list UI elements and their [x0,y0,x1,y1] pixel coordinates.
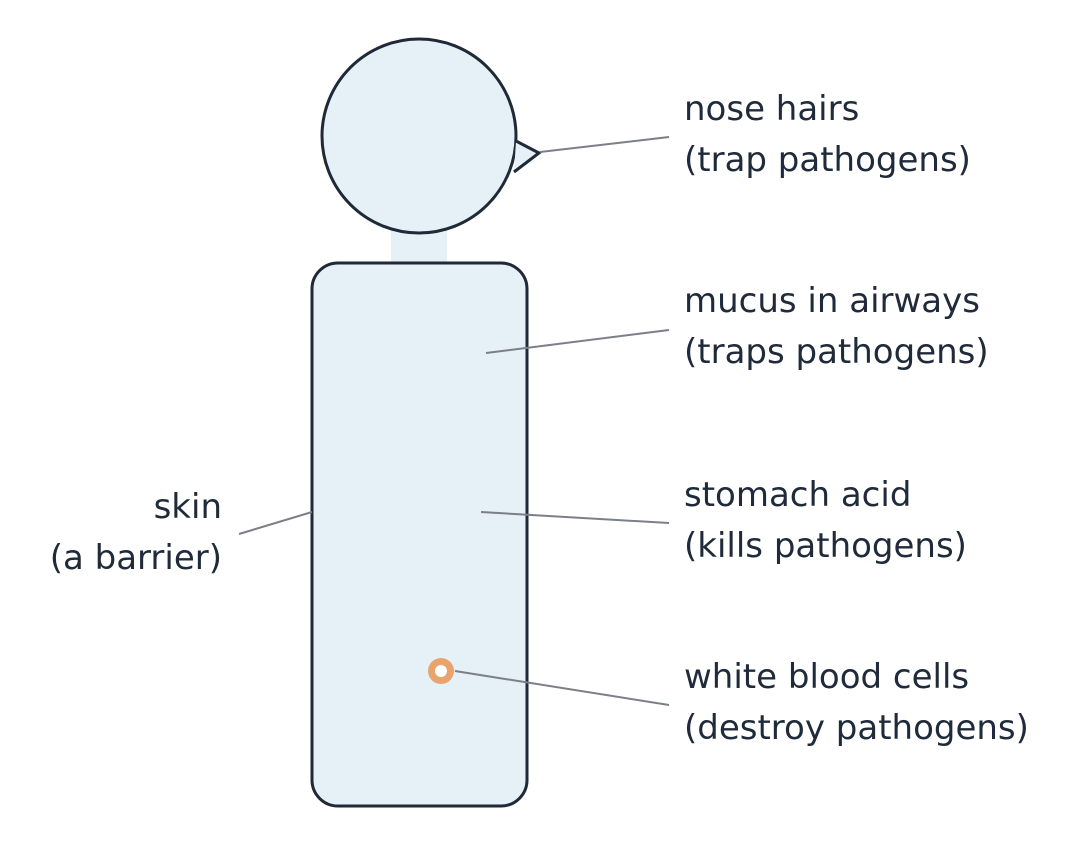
nose-hairs-title: nose hairs [684,89,860,129]
skin-desc: (a barrier) [49,538,222,578]
stomach-acid-title: stomach acid [684,475,912,515]
stomach-leader-line [480,511,670,524]
white-blood-cells-title: white blood cells [684,657,970,697]
mucus-label: mucus in airways (traps pathogens) [684,276,989,378]
torso [310,261,529,808]
white-blood-cells-desc: (destroy pathogens) [684,708,1029,748]
white-blood-cell-nucleus [435,665,447,677]
nose-hairs-label: nose hairs (trap pathogens) [684,84,971,186]
stomach-acid-label: stomach acid (kills pathogens) [684,470,967,572]
wbc-leader-line [454,670,670,706]
white-blood-cells-label: white blood cells (destroy pathogens) [684,652,1029,754]
skin-leader-line [238,511,313,535]
mucus-leader-line [485,329,670,354]
nose-hairs-desc: (trap pathogens) [684,140,971,180]
mucus-title: mucus in airways [684,281,980,321]
mucus-desc: (traps pathogens) [684,332,989,372]
nose-icon [513,139,542,174]
stomach-acid-desc: (kills pathogens) [684,526,967,566]
skin-label: skin (a barrier) [50,482,222,584]
head [320,37,518,235]
nose-leader-line [539,136,670,153]
skin-title: skin [153,487,222,527]
